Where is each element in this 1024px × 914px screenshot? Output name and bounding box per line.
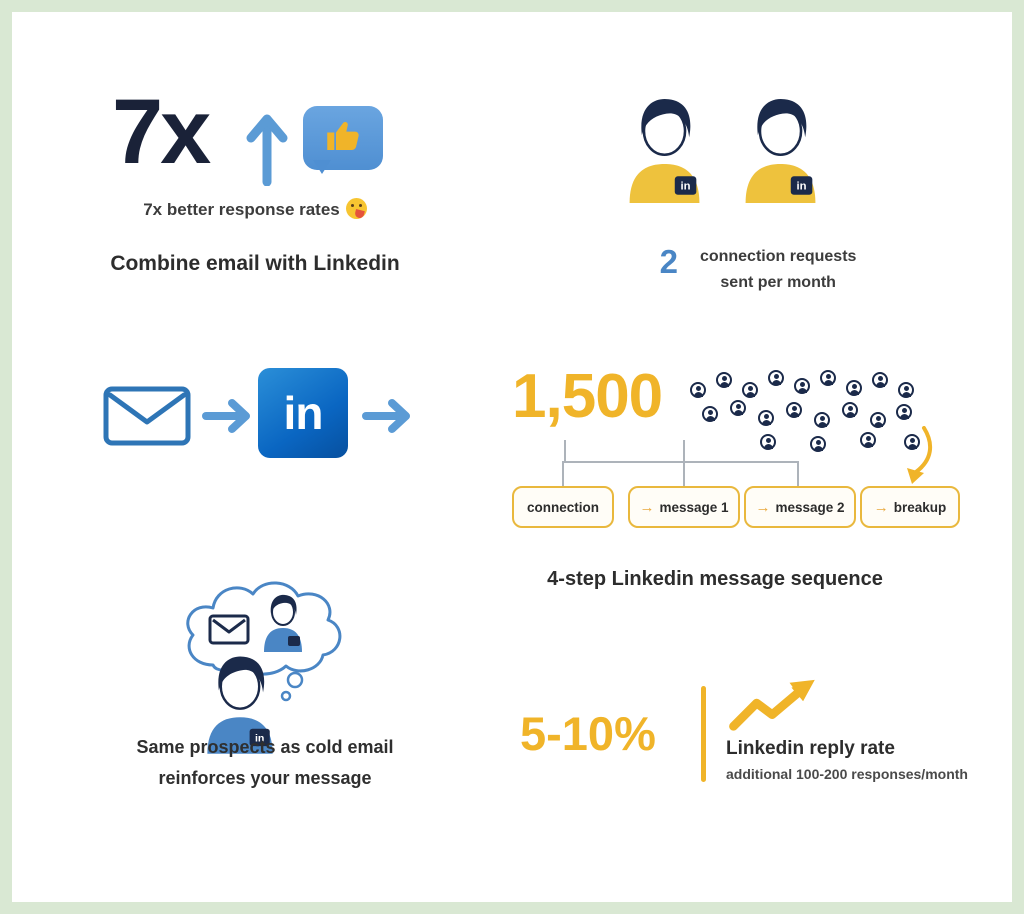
mini-person-icon <box>898 382 914 398</box>
mini-person-icon <box>690 382 706 398</box>
bracket-line <box>562 461 564 486</box>
mini-person-icon <box>716 372 732 388</box>
mini-person-icon <box>760 434 776 450</box>
mini-person-icon <box>842 402 858 418</box>
step-arrow-icon: → <box>639 498 655 516</box>
requests-caption-line1: connection requests <box>699 248 857 265</box>
prospect-person-icon: in <box>192 646 288 759</box>
right-arrow-icon <box>362 398 410 439</box>
mini-person-icon <box>794 378 810 394</box>
prospects-caption: Same prospects as cold email reinforces … <box>80 732 450 793</box>
mini-person-icon <box>870 412 886 428</box>
response-caption-text: 7x better response rates <box>143 200 340 219</box>
reply-rate-subtitle: additional 100-200 responses/month <box>726 766 968 782</box>
email-envelope-icon <box>103 386 191 451</box>
stat-reply-rate: 5-10% <box>520 707 656 760</box>
mini-person-icon <box>860 432 876 448</box>
thought-cloud-icon <box>168 560 368 715</box>
mini-person-icon <box>872 372 888 388</box>
mini-person-icon <box>846 380 862 396</box>
mini-person-icon <box>904 434 920 450</box>
mini-person-icon <box>786 402 802 418</box>
avatar-person-2: in <box>728 88 833 208</box>
up-arrow-icon <box>246 112 288 191</box>
avatar-badge-label: in <box>797 181 807 193</box>
step-arrow-icon: → <box>873 498 889 516</box>
requests-caption: connection requests sent per month <box>700 244 856 297</box>
bracket-line <box>562 461 798 463</box>
bracket-line <box>564 440 566 462</box>
bracket-line <box>797 461 799 486</box>
sequence-step-message1: → message 1 <box>628 486 740 528</box>
right-arrow-icon <box>202 398 250 439</box>
avatar-badge-label: in <box>681 181 691 193</box>
bracket-line <box>683 461 685 486</box>
prospects-caption-line2: reinforces your message <box>158 767 372 788</box>
response-caption: 7x better response rates <box>90 198 420 220</box>
mini-person-icon <box>758 410 774 426</box>
sequence-step-breakup: → breakup <box>860 486 960 528</box>
requests-stat-row: 2 connection requests sent per month <box>598 243 918 297</box>
section-title-reply-rate: Linkedin reply rate <box>726 738 895 759</box>
stat-connection-requests: 2 <box>659 243 678 280</box>
avatar-person-1: in <box>612 88 717 208</box>
avatar-badge-label: in <box>255 732 264 744</box>
yum-emoji-icon <box>345 198 367 219</box>
prospects-caption-line1: Same prospects as cold email <box>136 737 394 757</box>
mini-person-icon <box>742 382 758 398</box>
vertical-divider <box>701 686 706 782</box>
mini-person-icon <box>810 436 826 452</box>
curved-arrow-icon <box>888 426 938 491</box>
cloud-envelope-icon <box>208 614 250 645</box>
stat-7x: 7x <box>112 81 211 183</box>
trend-arrow-icon <box>726 676 826 739</box>
cloud-person-icon <box>264 594 302 652</box>
linkedin-logo: in <box>258 368 348 458</box>
step-label: message 2 <box>775 499 845 515</box>
section-title-combine: Combine email with Linkedin <box>110 252 400 275</box>
mini-person-icon <box>896 404 912 420</box>
speech-bubble-icon <box>303 106 383 174</box>
step-label: message 1 <box>659 499 729 515</box>
mini-person-icon <box>820 370 836 386</box>
requests-caption-line2: sent per month <box>720 274 836 292</box>
section-title-sequence: 4-step Linkedin message sequence <box>547 568 883 590</box>
step-label: breakup <box>893 499 947 515</box>
bracket-line <box>683 440 685 462</box>
sequence-step-message2: → message 2 <box>744 486 856 528</box>
step-label: connection <box>526 499 599 515</box>
mini-person-icon <box>814 412 830 428</box>
mini-person-icon <box>730 400 746 416</box>
step-arrow-icon: → <box>755 498 771 516</box>
sequence-step-connection: connection <box>512 486 614 528</box>
mini-person-icon <box>768 370 784 386</box>
thumbs-up-icon <box>322 115 364 162</box>
stat-1500: 1,500 <box>512 362 663 431</box>
prospects-scatter-icons <box>690 368 940 468</box>
mini-person-icon <box>702 406 718 422</box>
